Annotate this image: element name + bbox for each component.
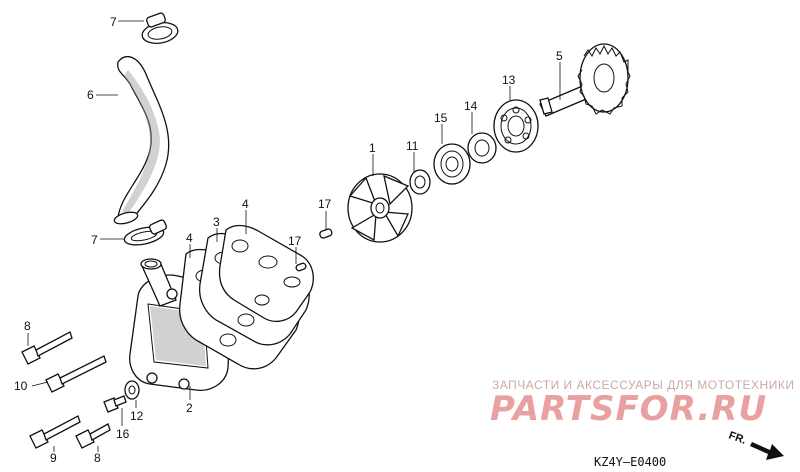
watermark-subtitle: ЗАПЧАСТИ И АКСЕССУАРЫ ДЛЯ МОТОТЕХНИКИ bbox=[492, 378, 794, 392]
callout-9: 9 bbox=[50, 451, 57, 465]
callout-3: 3 bbox=[213, 215, 220, 229]
flange-bolt-10 bbox=[45, 355, 107, 393]
callout-12: 12 bbox=[130, 409, 144, 423]
flange-bolt-8-lower bbox=[75, 423, 111, 449]
oil-seal bbox=[433, 143, 471, 185]
washer bbox=[409, 169, 431, 195]
hose-clamp-top bbox=[141, 12, 179, 44]
callout-10: 10 bbox=[14, 379, 28, 393]
callout-4-b: 4 bbox=[242, 197, 249, 211]
callout-8-b: 8 bbox=[94, 451, 101, 465]
water-pump-shaft-gear bbox=[539, 43, 631, 117]
dowel-pin-upper bbox=[319, 228, 333, 239]
front-direction-arrow: FR. bbox=[727, 430, 784, 460]
callout-5: 5 bbox=[556, 49, 563, 63]
callout-17-a: 17 bbox=[318, 197, 332, 211]
flange-bolt-8-upper bbox=[21, 331, 73, 365]
sealing-washer-12 bbox=[124, 380, 140, 400]
seal-ring bbox=[467, 132, 497, 164]
gasket-inner bbox=[218, 224, 314, 323]
callout-15: 15 bbox=[434, 111, 448, 125]
callouts: 7 6 7 4 3 4 17 17 1 11 15 14 13 5 8 10 1… bbox=[14, 15, 563, 465]
callout-2: 2 bbox=[186, 401, 193, 415]
callout-17-b: 17 bbox=[288, 234, 302, 248]
callout-11: 11 bbox=[406, 139, 419, 153]
callout-14: 14 bbox=[464, 99, 478, 113]
callout-8-a: 8 bbox=[24, 319, 31, 333]
callout-7-low: 7 bbox=[91, 233, 98, 247]
leader-lines bbox=[27, 20, 561, 452]
callout-4-a: 4 bbox=[186, 231, 193, 245]
water-hose bbox=[113, 56, 170, 225]
callout-16: 16 bbox=[116, 427, 130, 441]
hose-clamp-bottom bbox=[123, 219, 168, 246]
callout-13: 13 bbox=[502, 73, 516, 87]
front-direction-label: FR. bbox=[727, 430, 748, 447]
bolt-16 bbox=[103, 395, 127, 413]
callout-1: 1 bbox=[369, 141, 376, 155]
diagram-code: KZ4Y—E0400 bbox=[594, 455, 666, 469]
ball-bearing bbox=[493, 99, 539, 153]
callout-6: 6 bbox=[87, 88, 94, 102]
watermark-logo: PARTSFOR.RU bbox=[490, 389, 767, 429]
callout-7-top: 7 bbox=[110, 15, 117, 29]
arrow-icon bbox=[750, 442, 784, 460]
dowel-pin-lower bbox=[295, 262, 307, 272]
flange-bolt-9 bbox=[29, 415, 81, 449]
water-pump-impeller bbox=[347, 173, 413, 243]
